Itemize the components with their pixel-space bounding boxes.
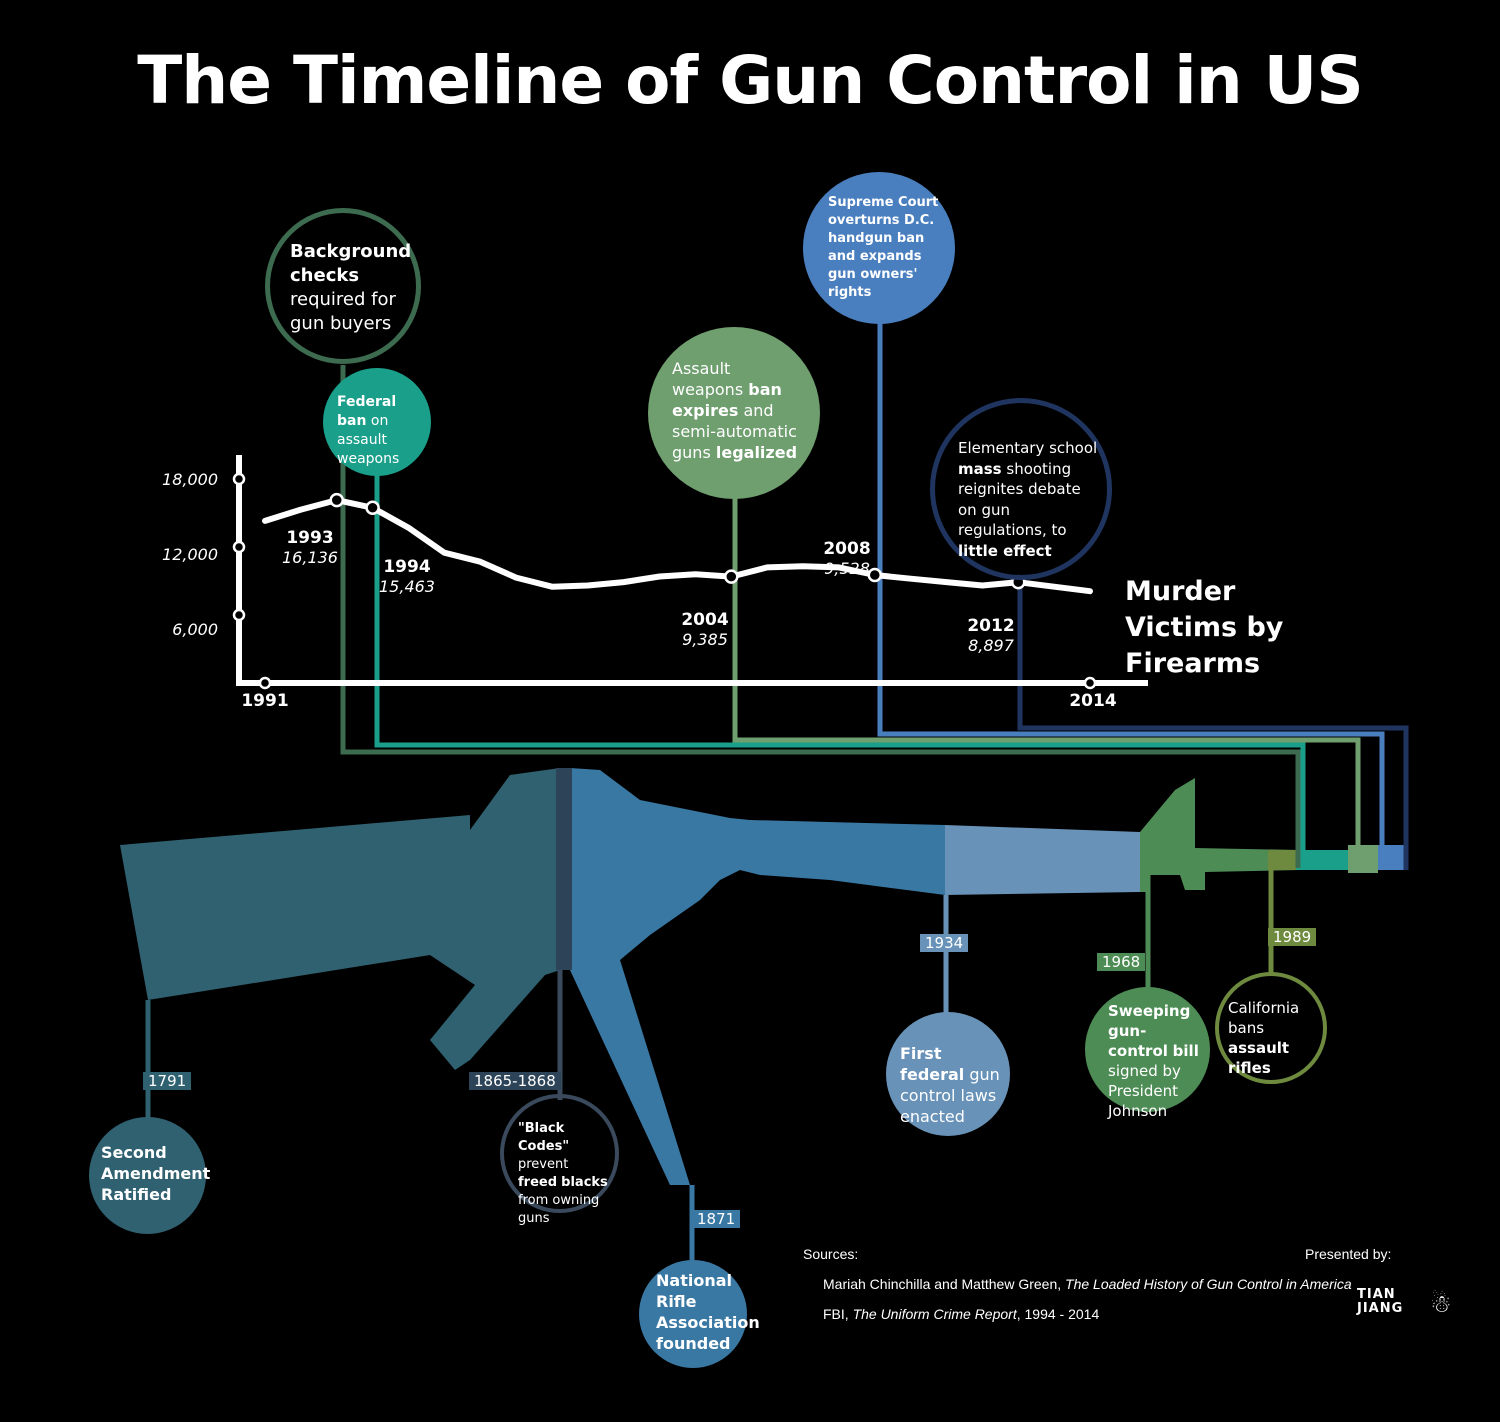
rifle-front-sight (1140, 778, 1300, 892)
logo-line-1: TIAN (1357, 1287, 1396, 1302)
rifle-band (556, 768, 572, 970)
event-background-checks-text: Background checks required for gun buyer… (290, 241, 412, 334)
x-tick-label: 2014 (1069, 691, 1117, 711)
series-line (262, 497, 1093, 595)
year-label-1865-1868: 1865-1868 (469, 1072, 561, 1090)
sources-label: Sources: (803, 1246, 859, 1262)
rifle-muzzle-teal (1296, 850, 1348, 870)
x-tick-label: 1991 (241, 691, 289, 711)
event-federal-ban (323, 368, 431, 476)
event-nra-founded-text: National Rifle Association founded (656, 1271, 760, 1353)
rifle-receiver (560, 768, 945, 1185)
x-tick-marker (1083, 676, 1097, 690)
connector-background-checks (340, 365, 1301, 868)
data-point-1994 (365, 500, 380, 516)
event-black-codes-text: "Black Codes" prevent freed blacks from … (518, 1121, 608, 1226)
event-second-amendment-text: Second Amendment Ratified (101, 1143, 211, 1204)
event-first-federal-text: First federal gun control laws enacted (900, 1044, 1000, 1126)
event-california-ban-text: California bans assault rifles (1228, 999, 1300, 1077)
event-sweeping-bill-text: Sweeping gun-control bill signed by Pres… (1108, 1002, 1199, 1120)
connector-federal-ban (374, 470, 1306, 850)
connector-assault-expires (732, 495, 1361, 860)
rifle-silhouette (120, 768, 1406, 1185)
page-title: The Timeline of Gun Control in US (137, 42, 1364, 119)
year-label-1968: 1968 (1097, 953, 1146, 971)
data-point-2004 (724, 569, 739, 584)
rifle-barrel (945, 825, 1140, 895)
sources: Sources: Mariah Chinchilla and Matthew G… (803, 1246, 1352, 1336)
y-tick-label: 6,000 (172, 620, 218, 639)
event-first-federal (886, 1012, 1010, 1136)
event-california-ban (1215, 972, 1327, 1084)
event-background-checks (265, 208, 421, 364)
author-logo: TIAN JIANG (1357, 1288, 1403, 1316)
y-tick-label: 18,000 (162, 470, 218, 489)
year-label-1934: 1934 (920, 934, 969, 952)
x-tick-marker (258, 676, 272, 690)
rifle-muzzle-blue (1378, 845, 1406, 870)
rifle-muzzle-sage (1348, 845, 1378, 873)
event-elementary-shooting-text: Elementary school mass shooting reignite… (958, 439, 1098, 560)
year-label-1871: 1871 (692, 1210, 741, 1228)
y-tick-marker (232, 608, 246, 622)
presented-by-label: Presented by: (1305, 1246, 1392, 1262)
logo-line-2: JIANG (1357, 1301, 1404, 1316)
series-title: Murder Victims by Firearms (1125, 576, 1284, 679)
chart-layer (232, 472, 1097, 690)
event-nra-founded (639, 1260, 747, 1368)
rifle-stock (120, 768, 560, 1070)
event-second-amendment (89, 1117, 206, 1234)
event-supreme-court (803, 172, 955, 324)
event-sweeping-bill (1085, 987, 1210, 1112)
event-federal-ban-text: Federal ban on assault weapons (337, 394, 400, 467)
y-tick-label: 12,000 (162, 545, 218, 564)
year-label-1791: 1791 (143, 1072, 192, 1090)
source-1: Mariah Chinchilla and Matthew Green, The… (823, 1276, 1352, 1292)
source-2: FBI, The Uniform Crime Report, 1994 - 20… (823, 1306, 1100, 1322)
data-point-1993 (329, 492, 344, 508)
event-supreme-court-text: Supreme Court overturns D.C. handgun ban… (828, 195, 939, 300)
connector-elementary (1017, 578, 1409, 870)
data-point-2008 (867, 567, 883, 583)
y-tick-marker (232, 540, 246, 554)
event-assault-expires-text: Assault weapons ban expires and semi-aut… (672, 359, 798, 462)
chart-axes (236, 455, 1148, 686)
connector-supreme-court (877, 322, 1385, 848)
event-assault-expires (648, 327, 820, 499)
event-elementary-shooting (930, 398, 1112, 580)
connector-lines (340, 322, 1409, 870)
event-black-codes (500, 1094, 619, 1213)
y-tick-marker (232, 472, 246, 486)
author-mark-icon: ☃ (1430, 1290, 1452, 1318)
rifle-muzzle-olive (1268, 850, 1296, 870)
year-label-1989: 1989 (1268, 928, 1317, 946)
